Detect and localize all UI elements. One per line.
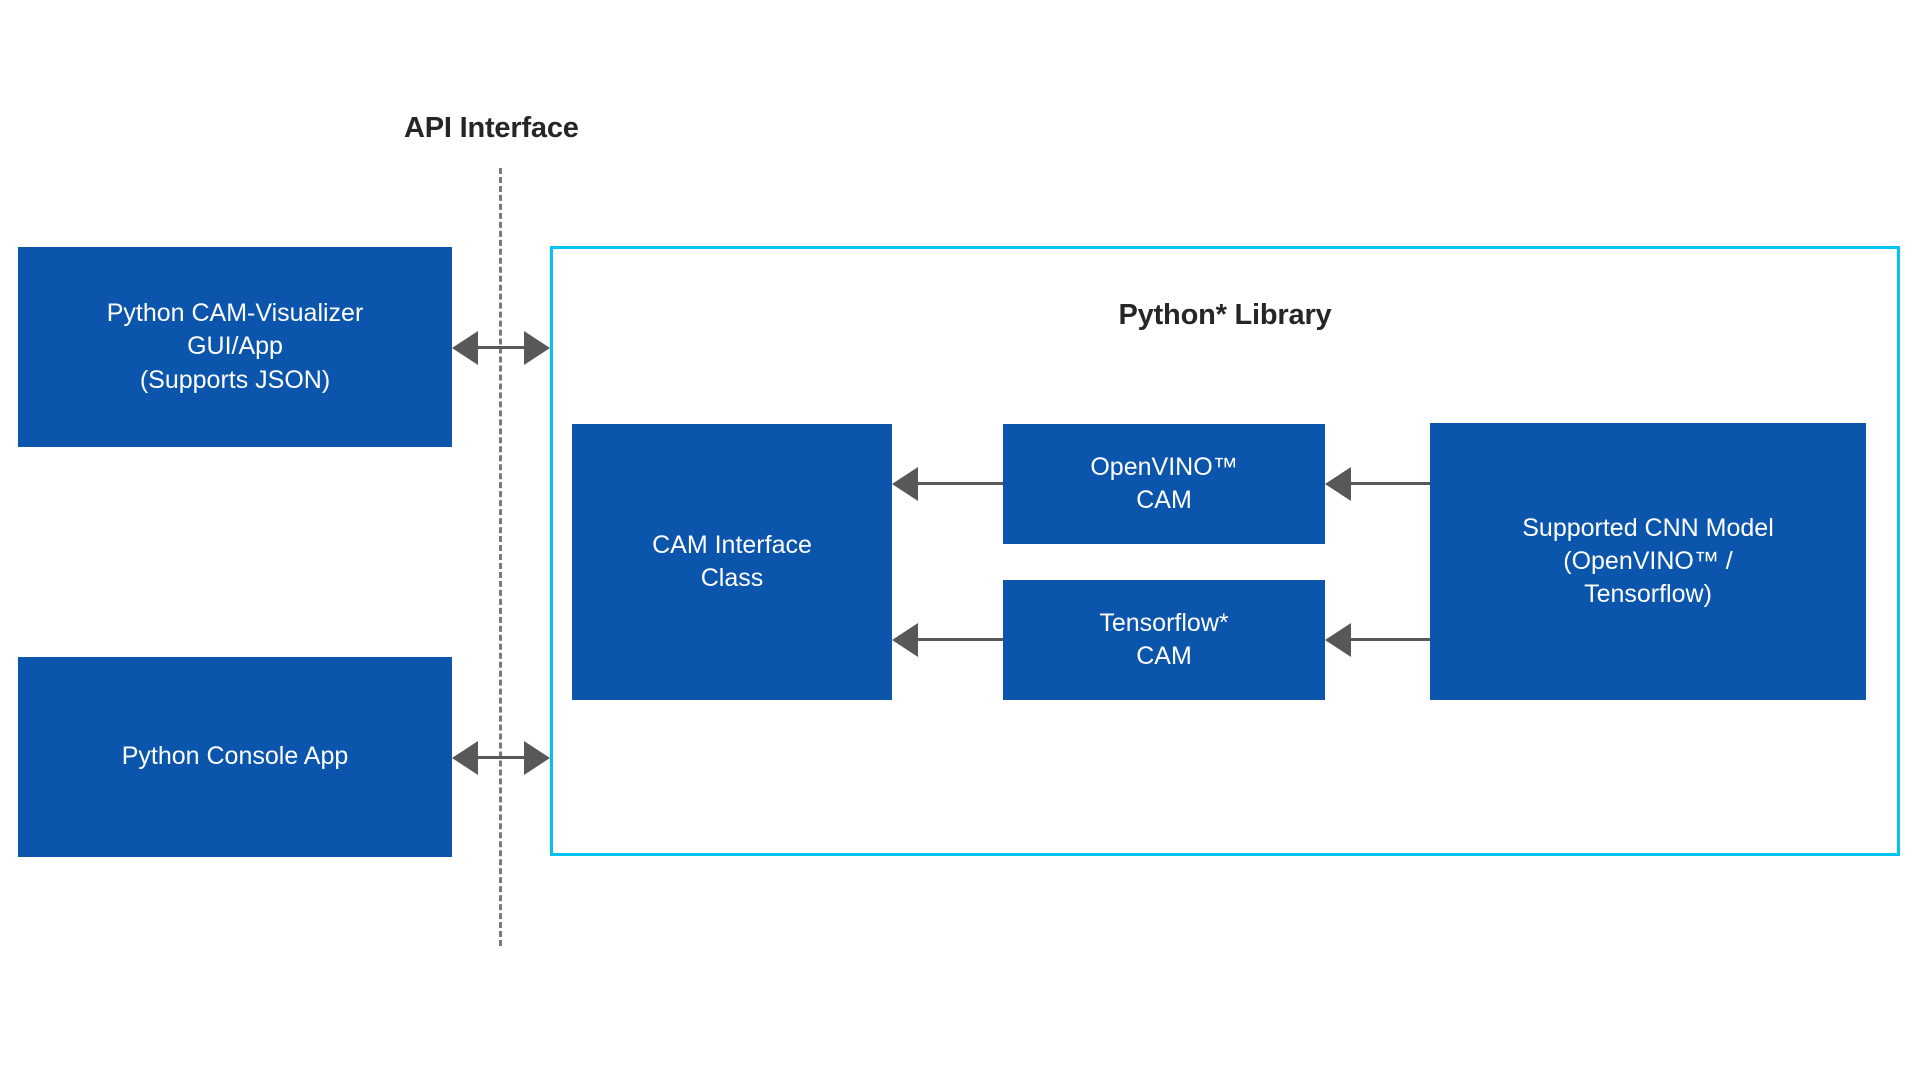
arrow-left-icon bbox=[452, 331, 478, 365]
gui-app-line-2: GUI/App bbox=[187, 332, 283, 361]
block-python-console-app[interactable]: Python Console App bbox=[18, 657, 452, 857]
api-boundary-dashed-line bbox=[499, 168, 502, 946]
block-label-group: OpenVINO™ CAM bbox=[1013, 451, 1315, 518]
block-label-group: Python CAM-Visualizer GUI/App (Supports … bbox=[28, 297, 442, 397]
arrow-left-icon bbox=[892, 623, 918, 657]
block-supported-cnn-model[interactable]: Supported CNN Model (OpenVINO™ / Tensorf… bbox=[1430, 423, 1866, 700]
cnn-model-line-2: (OpenVINO™ / bbox=[1563, 546, 1733, 575]
block-label-group: Python Console App bbox=[28, 740, 442, 773]
block-cam-interface-class[interactable]: CAM Interface Class bbox=[572, 424, 892, 700]
tensorflow-cam-line-1: Tensorflow* bbox=[1099, 608, 1229, 637]
gui-app-line-1: Python CAM-Visualizer bbox=[106, 299, 364, 328]
arrow-left-icon bbox=[452, 741, 478, 775]
arrow-left-icon bbox=[892, 467, 918, 501]
block-openvino-cam[interactable]: OpenVINO™ CAM bbox=[1003, 424, 1325, 544]
block-tensorflow-cam[interactable]: Tensorflow* CAM bbox=[1003, 580, 1325, 700]
arrow-right-icon bbox=[524, 331, 550, 365]
python-library-title: Python* Library bbox=[1118, 299, 1332, 331]
connector-console-to-library-line bbox=[470, 756, 530, 759]
connector-tensorflow-cam-to-cam-interface-line bbox=[918, 638, 1003, 641]
cam-interface-line-1: CAM Interface bbox=[652, 530, 812, 559]
connector-cnn-model-to-tensorflow-cam-line bbox=[1351, 638, 1430, 641]
connector-cnn-model-to-openvino-cam-line bbox=[1351, 482, 1430, 485]
block-label-group: CAM Interface Class bbox=[582, 529, 882, 596]
arrow-right-icon bbox=[524, 741, 550, 775]
cnn-model-line-1: Supported CNN Model bbox=[1522, 513, 1774, 542]
console-app-line-1: Python Console App bbox=[121, 742, 349, 771]
openvino-cam-line-1: OpenVINO™ bbox=[1090, 452, 1238, 481]
block-label-group: Supported CNN Model (OpenVINO™ / Tensorf… bbox=[1440, 512, 1856, 612]
arrow-left-icon bbox=[1325, 467, 1351, 501]
connector-openvino-cam-to-cam-interface-line bbox=[918, 482, 1003, 485]
arrow-left-icon bbox=[1325, 623, 1351, 657]
openvino-cam-line-2: CAM bbox=[1136, 486, 1192, 514]
cnn-model-line-3: Tensorflow) bbox=[1584, 580, 1712, 609]
cam-interface-line-2: Class bbox=[700, 564, 764, 592]
tensorflow-cam-line-2: CAM bbox=[1136, 642, 1192, 670]
connector-gui-to-library-line bbox=[470, 346, 530, 349]
api-interface-label: API Interface bbox=[404, 112, 579, 144]
block-python-cam-visualizer-gui-app[interactable]: Python CAM-Visualizer GUI/App (Supports … bbox=[18, 247, 452, 447]
gui-app-line-3: (Supports JSON) bbox=[139, 365, 331, 394]
block-label-group: Tensorflow* CAM bbox=[1013, 607, 1315, 674]
